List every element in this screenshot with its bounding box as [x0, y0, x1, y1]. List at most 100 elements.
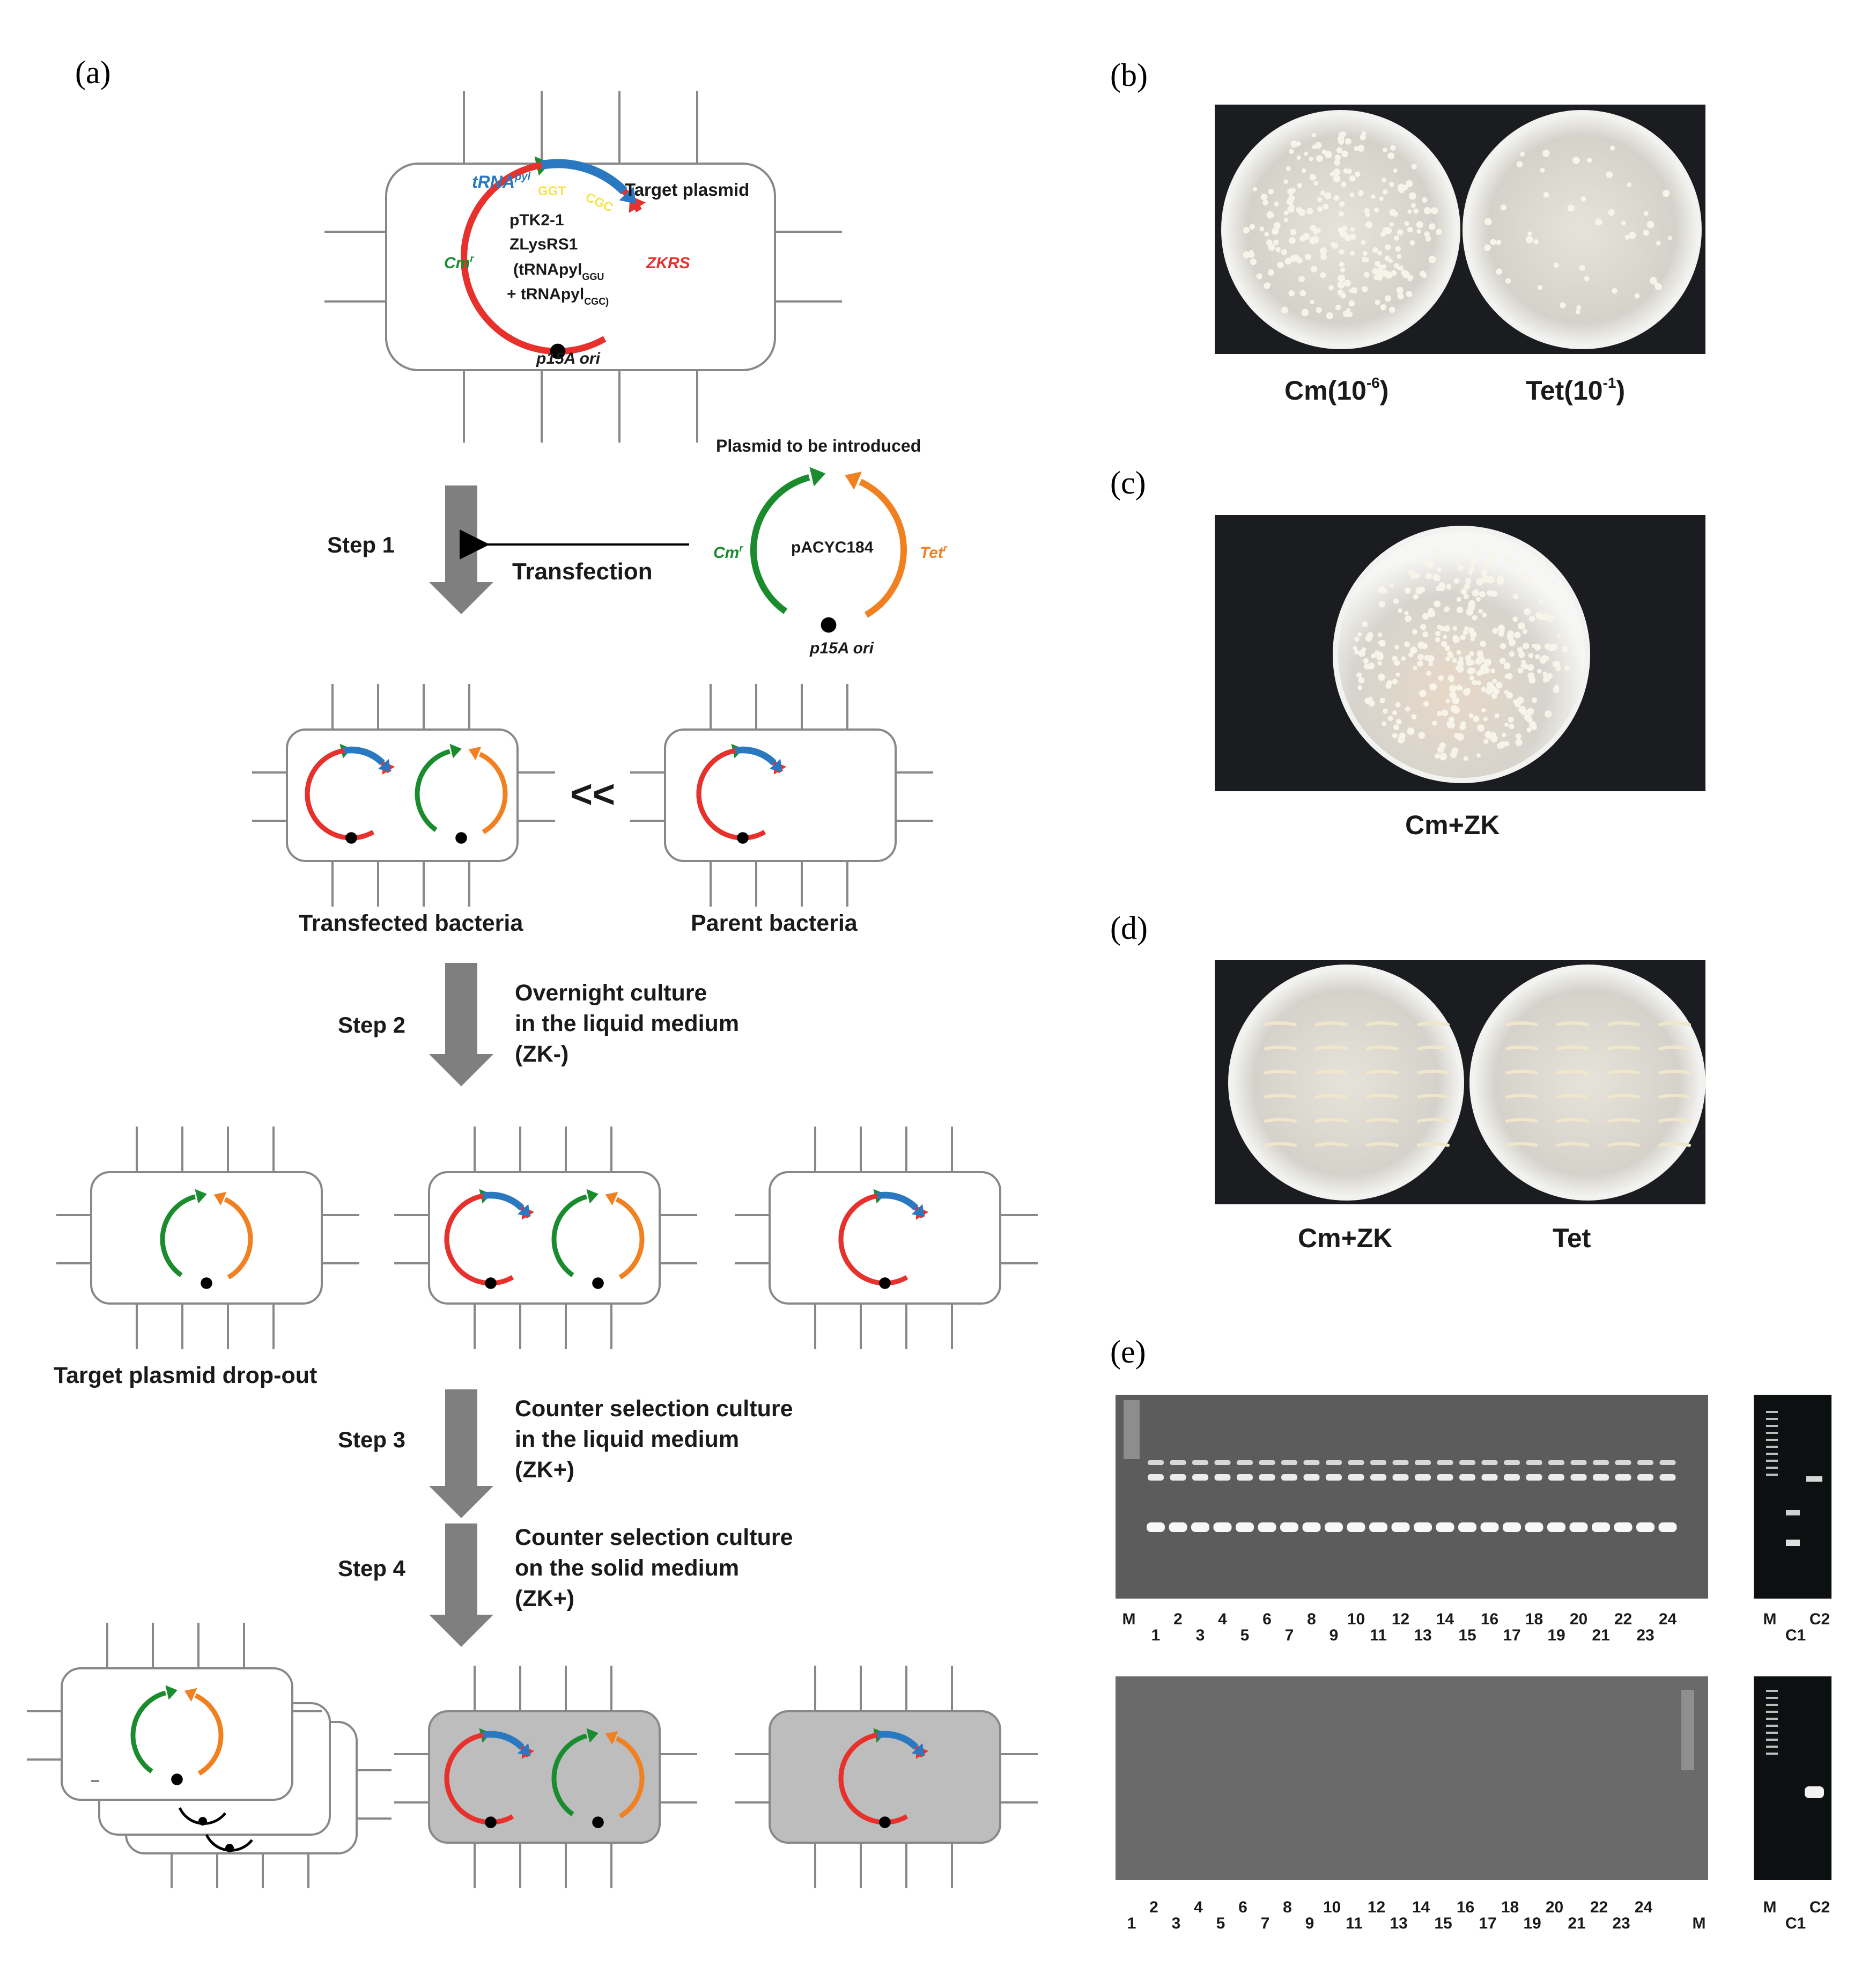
streak — [1505, 1118, 1538, 1123]
ladder-band — [1766, 1753, 1778, 1755]
ori-dot — [485, 1277, 497, 1289]
colony — [1372, 268, 1379, 275]
colony — [1437, 711, 1442, 716]
lane-even-bottom: 2 — [1149, 1898, 1158, 1916]
colony — [1379, 697, 1385, 704]
colony — [1435, 586, 1441, 592]
lane-even-bottom: 10 — [1323, 1898, 1341, 1916]
colony — [1525, 235, 1533, 244]
lane-even-top: 16 — [1481, 1610, 1498, 1628]
colony — [1299, 290, 1306, 297]
colony — [1452, 626, 1458, 631]
streak — [1315, 1142, 1348, 1147]
colony — [1249, 250, 1254, 255]
colony — [1543, 192, 1549, 198]
colony — [1291, 188, 1296, 193]
colony — [1389, 181, 1394, 187]
colony — [1407, 226, 1413, 233]
lane-odd-bottom: 15 — [1434, 1915, 1452, 1932]
ori-dot — [592, 1277, 604, 1289]
colony — [1408, 652, 1414, 658]
colony — [1349, 175, 1356, 182]
plasmid-name-2: ZLysRS1 — [509, 235, 578, 253]
lane-even-bottom: 4 — [1194, 1898, 1203, 1916]
colony — [1423, 207, 1431, 215]
colony — [1394, 644, 1400, 650]
colony — [1323, 203, 1329, 210]
colony — [1339, 249, 1345, 255]
colony — [1424, 231, 1430, 237]
colony — [1377, 632, 1383, 637]
colony — [1381, 269, 1388, 277]
colony — [1364, 664, 1370, 670]
colony — [1435, 753, 1441, 759]
colony — [1249, 224, 1255, 230]
colony — [1392, 656, 1398, 661]
colony — [1414, 572, 1420, 579]
pacyc-name: pACYC184 — [791, 539, 874, 556]
band-lower — [1525, 1522, 1543, 1532]
trna-genes — [876, 1731, 919, 1750]
colony — [1316, 155, 1323, 162]
colony — [1509, 724, 1515, 730]
dropout-cell — [56, 1127, 359, 1349]
ctrl-c1-bottom: C1 — [1785, 1915, 1806, 1932]
colony — [1274, 201, 1279, 207]
step4-text-2: on the solid medium — [515, 1555, 739, 1581]
arrowhead — [911, 1204, 925, 1217]
colony — [1362, 251, 1368, 256]
colony — [1439, 625, 1445, 632]
streak — [1315, 1070, 1348, 1074]
ladder-band — [1766, 1425, 1778, 1427]
colony — [1297, 182, 1303, 188]
colony — [1469, 675, 1474, 681]
colony — [1392, 733, 1398, 739]
colony — [1452, 697, 1460, 704]
colony — [1243, 227, 1250, 234]
band-upper — [1548, 1460, 1564, 1465]
arrowhead — [605, 1731, 618, 1745]
colony — [1514, 701, 1521, 708]
colony — [1627, 182, 1632, 187]
arrowhead — [809, 467, 826, 487]
colony — [1434, 600, 1441, 608]
colony — [1435, 631, 1441, 637]
colony — [1320, 190, 1325, 196]
colony — [1350, 251, 1355, 256]
step4-label: Step 4 — [338, 1556, 406, 1581]
parent-bacteria-label: Parent bacteria — [691, 910, 858, 936]
colony — [1397, 229, 1404, 235]
lane-even-bottom: 14 — [1412, 1898, 1430, 1916]
colony — [1362, 286, 1368, 292]
colony — [1496, 576, 1504, 583]
colony — [1411, 203, 1416, 208]
trna-genes — [482, 1731, 525, 1750]
tet-gene — [615, 1197, 645, 1279]
colony — [1417, 660, 1423, 667]
colony — [1522, 629, 1528, 634]
colony — [1335, 304, 1341, 311]
streak — [1417, 1070, 1450, 1074]
colony — [1378, 640, 1383, 645]
colony — [1612, 288, 1618, 294]
lane-even-bottom: 22 — [1590, 1898, 1608, 1916]
arrowhead — [165, 1685, 178, 1700]
colony — [1407, 727, 1415, 735]
lane-odd-bottom: 1 — [1127, 1915, 1136, 1932]
colony — [1361, 256, 1367, 262]
lane-even-bottom: 18 — [1501, 1898, 1519, 1916]
band-middle — [1481, 1474, 1498, 1481]
step2-text-2: in the liquid medium — [515, 1011, 739, 1036]
ladder-band — [1766, 1718, 1778, 1720]
plate-cm-label: Cm(10-6) — [1284, 374, 1388, 406]
colony — [1355, 171, 1361, 177]
step2-arrow — [429, 963, 493, 1086]
intro-cm-label: Cmr — [713, 543, 743, 562]
cm-gene — [130, 1690, 166, 1773]
arrowhead — [195, 1189, 207, 1204]
band-lower — [1569, 1522, 1588, 1532]
lane-odd-bottom: 13 — [1390, 1915, 1407, 1932]
colony — [1419, 689, 1427, 697]
colony — [1516, 733, 1522, 739]
colony — [1540, 167, 1545, 173]
